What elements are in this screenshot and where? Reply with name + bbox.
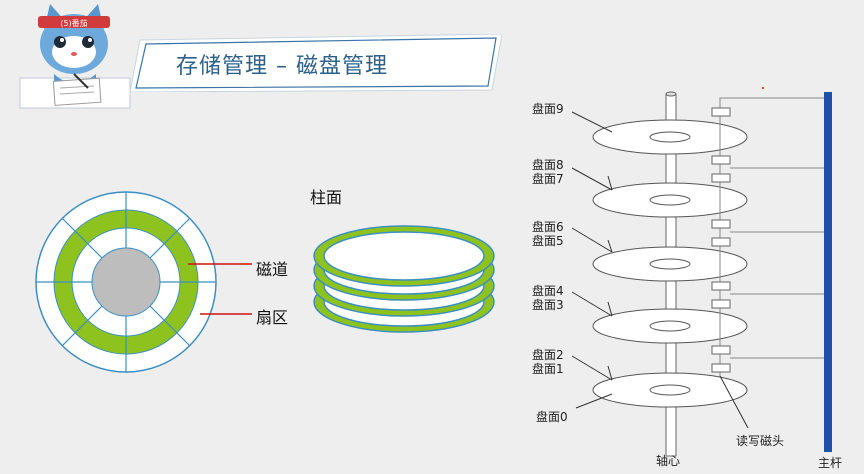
surface-label-7: 盘面7 — [532, 172, 564, 186]
cylinder-label: 柱面 — [310, 188, 343, 207]
platter-diagram — [35, 191, 252, 373]
surface-label-3: 盘面3 — [532, 298, 564, 312]
cat-mascot-icon: (5)番茄 — [14, 0, 134, 110]
track-label: 磁道 — [256, 260, 289, 279]
sector-label: 扇区 — [256, 308, 289, 327]
surface-label-8: 盘面8 — [532, 158, 564, 172]
surface-label-6: 盘面6 — [532, 220, 564, 234]
surface-label-5: 盘面5 — [532, 234, 564, 248]
surface-label-0: 盘面0 — [536, 410, 568, 424]
surface-label-2: 盘面2 — [532, 348, 564, 362]
surface-label-9: 盘面9 — [532, 102, 564, 116]
mascot-badge: (5)番茄 — [60, 18, 87, 28]
page-title: 存储管理 – 磁盘管理 — [176, 54, 388, 79]
disk-stack-diagram — [571, 87, 832, 457]
spindle-label: 轴心 — [656, 454, 681, 468]
arm-label: 主杆 — [818, 456, 843, 470]
surface-label-1: 盘面1 — [532, 362, 564, 376]
surface-label-4: 盘面4 — [532, 284, 564, 298]
head-label: 读写磁头 — [736, 434, 785, 448]
title-banner: 存储管理 – 磁盘管理 — [130, 34, 502, 92]
cylinder-stack — [313, 225, 495, 333]
